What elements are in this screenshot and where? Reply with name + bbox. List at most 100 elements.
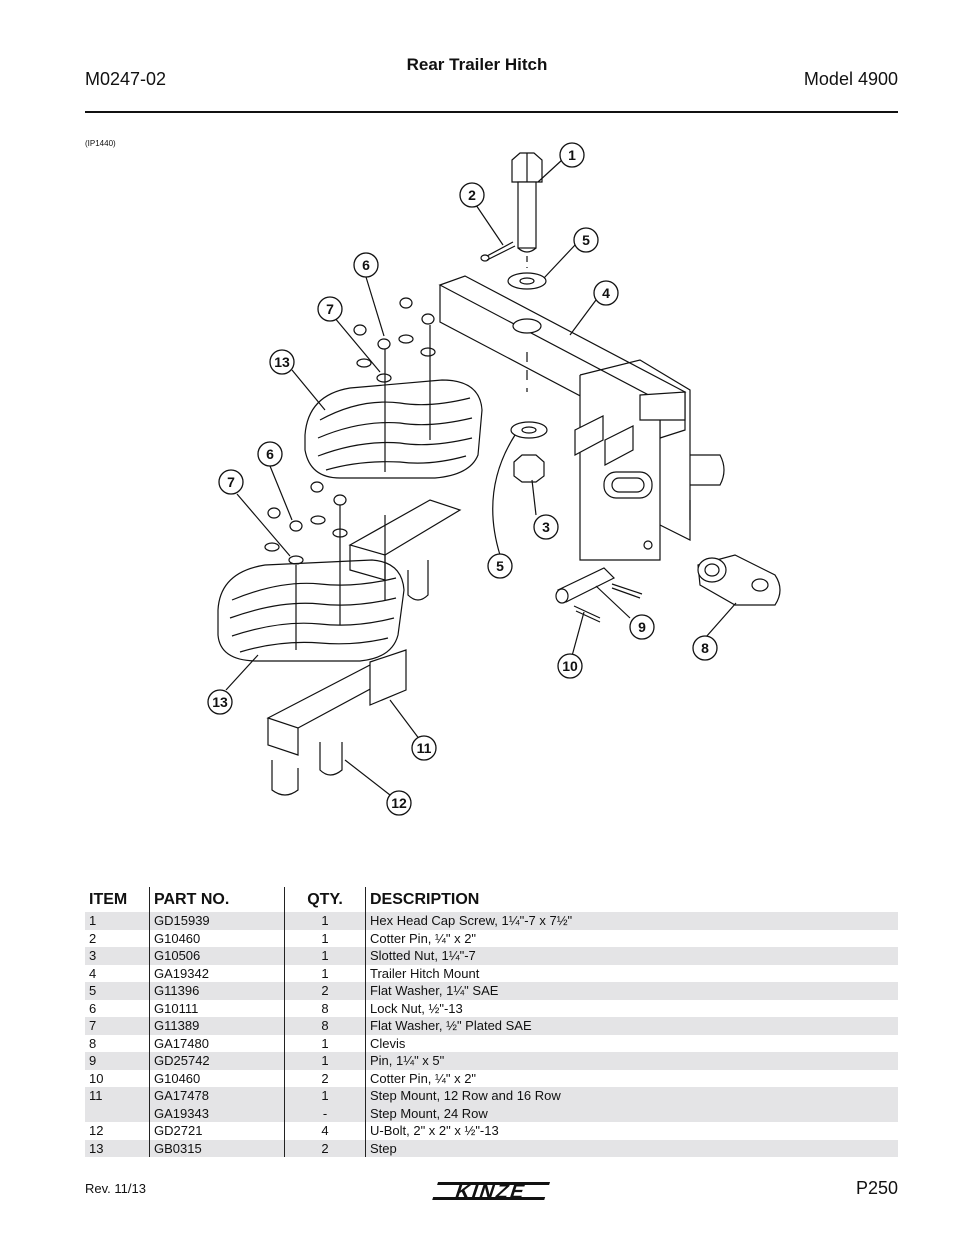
description: Step Mount, 12 Row and 16 Row bbox=[365, 1087, 898, 1105]
item-number: 1 bbox=[85, 912, 150, 930]
item-number: 2 bbox=[85, 929, 150, 947]
quantity: 2 bbox=[284, 1139, 366, 1157]
callout-11: 11 bbox=[411, 735, 437, 761]
callout-label: 6 bbox=[362, 257, 370, 273]
table-header-row: ITEM PART NO. QTY. DESCRIPTION bbox=[85, 887, 898, 912]
quantity: 1 bbox=[284, 1034, 366, 1052]
callout-3: 3 bbox=[533, 514, 559, 540]
quantity: 1 bbox=[284, 912, 366, 930]
part-number: GB0315 bbox=[149, 1139, 285, 1157]
cap-screw-drawing bbox=[511, 152, 543, 268]
callout-label: 11 bbox=[417, 740, 432, 756]
header-divider bbox=[85, 111, 898, 113]
column-header-part-no: PART NO. bbox=[149, 887, 285, 912]
part-number: GA19342 bbox=[149, 964, 285, 982]
description: Cotter Pin, ¼" x 2" bbox=[370, 1070, 477, 1086]
callout-9: 9 bbox=[629, 614, 655, 640]
callout-label: 7 bbox=[227, 474, 235, 490]
callout-label: 13 bbox=[274, 354, 290, 370]
part-number: G10111 bbox=[149, 999, 285, 1017]
column-header-description: DESCRIPTION bbox=[370, 891, 480, 908]
hardware-drawing bbox=[264, 297, 436, 565]
description: Flat Washer, 1¼" SAE bbox=[365, 982, 898, 1000]
document-number: M0247-02 bbox=[85, 69, 167, 89]
cotter-pin-drawing bbox=[480, 241, 516, 262]
item-number: 13 bbox=[85, 1139, 150, 1157]
quantity: - bbox=[284, 1104, 366, 1122]
description: Clevis bbox=[370, 1035, 406, 1051]
quantity: 4 bbox=[284, 1122, 366, 1140]
item-number: 12 bbox=[85, 1122, 150, 1140]
kinze-logo: KINZE bbox=[432, 1180, 551, 1203]
part-number: GD15939 bbox=[149, 912, 285, 930]
page-number: P250 bbox=[855, 1178, 898, 1198]
item-number: 3 bbox=[85, 947, 150, 965]
part-number: G10460 bbox=[149, 929, 285, 947]
quantity: 8 bbox=[284, 999, 366, 1017]
callout-label: 6 bbox=[266, 446, 274, 462]
quantity: 8 bbox=[284, 1017, 366, 1035]
item-number: 10 bbox=[85, 1069, 150, 1087]
revision-date: Rev. 11/13 bbox=[85, 1181, 146, 1196]
callout-10: 10 bbox=[557, 653, 583, 679]
callout-label: 3 bbox=[542, 519, 550, 535]
step-mount-drawing bbox=[266, 499, 462, 796]
item-number: 11 bbox=[85, 1087, 150, 1105]
lower-step-drawing bbox=[217, 505, 405, 662]
callout-label: 5 bbox=[582, 232, 590, 248]
leader-lines bbox=[225, 159, 737, 796]
part-number: GD2721 bbox=[149, 1122, 285, 1140]
part-number: GA19343 bbox=[149, 1104, 285, 1122]
description: Flat Washer, ½" Plated SAE bbox=[365, 1017, 898, 1035]
callout-label: 8 bbox=[701, 640, 709, 656]
callout-1: 1 bbox=[559, 142, 585, 168]
callout-13: 13 bbox=[207, 689, 233, 715]
callout-4: 4 bbox=[593, 280, 619, 306]
description: Step bbox=[365, 1139, 898, 1157]
callout-label: 10 bbox=[562, 658, 578, 674]
callout-label: 1 bbox=[568, 147, 576, 163]
item-number: 9 bbox=[85, 1052, 150, 1070]
illustration-reference: (IP1440) bbox=[85, 139, 116, 148]
description: Pin, 1¼" x 5" bbox=[365, 1052, 898, 1070]
callout-8: 8 bbox=[692, 635, 718, 661]
upper-step-drawing bbox=[304, 325, 483, 479]
part-number: GA17478 bbox=[149, 1087, 285, 1105]
part-number: GA17480 bbox=[149, 1034, 285, 1052]
description: Slotted Nut, 1¼"-7 bbox=[365, 947, 898, 965]
item-number: 5 bbox=[85, 982, 150, 1000]
callout-12: 12 bbox=[386, 790, 412, 816]
callout-label: 4 bbox=[602, 285, 610, 301]
clevis-drawing bbox=[697, 554, 781, 606]
description: Step Mount, 24 Row bbox=[365, 1104, 898, 1122]
part-number: G10460 bbox=[149, 1069, 285, 1087]
callout-5: 5 bbox=[573, 227, 599, 253]
item-number: 8 bbox=[85, 1034, 150, 1052]
callout-13: 13 bbox=[269, 349, 295, 375]
part-number: G10506 bbox=[149, 947, 285, 965]
model-label: Model 4900 bbox=[803, 69, 898, 89]
callout-2: 2 bbox=[459, 182, 485, 208]
callout-7: 7 bbox=[218, 469, 244, 495]
description: Cotter Pin, ¼" x 2" bbox=[370, 930, 477, 946]
description: Trailer Hitch Mount bbox=[370, 965, 480, 981]
quantity: 1 bbox=[284, 1052, 366, 1070]
callout-label: 13 bbox=[212, 694, 228, 710]
description: Hex Head Cap Screw, 1¼"-7 x 7½" bbox=[365, 912, 898, 930]
item-number: 4 bbox=[85, 964, 150, 982]
item-number: 6 bbox=[85, 999, 150, 1017]
callout-label: 9 bbox=[638, 619, 646, 635]
hitch-mount-drawing bbox=[438, 275, 725, 561]
column-header-item: ITEM bbox=[85, 887, 150, 912]
table-row: GA19343-Step Mount, 24 Row bbox=[85, 1104, 898, 1122]
